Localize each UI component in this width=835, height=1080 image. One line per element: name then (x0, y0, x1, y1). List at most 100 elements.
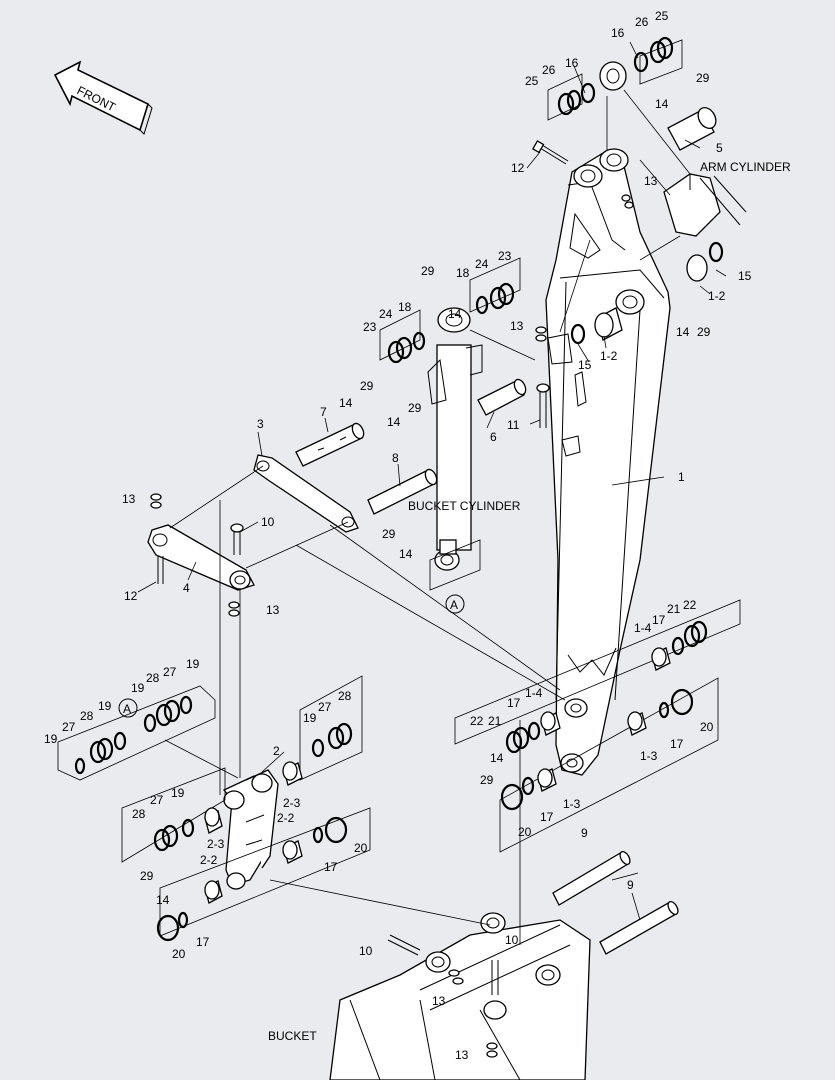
callout-2-3-right: 2-3 (283, 796, 301, 810)
callout-23-left: 23 (363, 320, 377, 334)
link-4 (147, 524, 255, 591)
callout-19-a: 19 (186, 657, 200, 671)
front-arrow-icon: FRONT (53, 60, 153, 135)
callout-27-b: 27 (62, 720, 76, 734)
bucket-cylinder-label: BUCKET CYLINDER (408, 499, 521, 513)
arm-cylinder: ARM CYLINDER (663, 160, 791, 237)
callout-29-cyl-bottom: 29 (382, 527, 396, 541)
pin-5 (667, 107, 717, 151)
callout-29-pin7: 29 (360, 379, 374, 393)
callout-8: 8 (392, 451, 399, 465)
alignment-lines (164, 89, 691, 945)
callout-13-link-bottom: 13 (266, 603, 280, 617)
callout-1-4-left: 1-4 (525, 686, 543, 700)
callout-19-b: 19 (131, 681, 145, 695)
callout-21-right: 21 (667, 602, 681, 616)
callout-12-top: 12 (511, 161, 525, 175)
callout-20-bottom: 20 (518, 825, 532, 839)
callout-29-pin8: 29 (408, 401, 422, 415)
callout-1-2-lower: 1-2 (600, 349, 618, 363)
callout-28-a: 28 (146, 671, 160, 685)
pin-6 (477, 378, 527, 416)
pin-9-upper (552, 850, 631, 906)
callout-1-4-right: 1-4 (634, 621, 652, 635)
arm-cylinder-label: ARM CYLINDER (700, 160, 791, 174)
callout-24-left: 24 (379, 307, 393, 321)
callout-1-3-left: 1-3 (563, 797, 581, 811)
callout-29-link2: 29 (140, 869, 154, 883)
callout-17-bottom: 17 (540, 810, 554, 824)
callout-19-c: 19 (98, 699, 112, 713)
callout-20-link-left: 20 (172, 947, 186, 961)
callout-2-2-right: 2-2 (277, 811, 295, 825)
callout-25-left: 25 (525, 74, 539, 88)
callout-17-right-upper: 17 (652, 613, 666, 627)
arm-assembly (545, 148, 671, 776)
ref-a-label-left: A (123, 702, 131, 716)
callout-10-bucket-left: 10 (359, 944, 373, 958)
callout-17-right-lower: 17 (670, 737, 684, 751)
callout-4: 4 (183, 581, 190, 595)
callout-18-left: 18 (398, 300, 412, 314)
callout-27-c: 27 (318, 700, 332, 714)
callout-2-2-left: 2-2 (200, 853, 218, 867)
hardware (74, 36, 724, 1058)
callout-27-d: 27 (150, 793, 164, 807)
callout-10-link: 10 (261, 515, 275, 529)
explosion-planes (57, 39, 741, 937)
callout-15-right: 15 (738, 269, 752, 283)
callout-11: 11 (507, 418, 520, 432)
bucket: BUCKET (268, 912, 591, 1080)
callout-22-right: 22 (683, 598, 697, 612)
callout-29-top: 29 (696, 71, 710, 85)
callout-12-link: 12 (124, 589, 138, 603)
callout-14-top: 14 (655, 97, 669, 111)
callout-1-2-upper: 1-2 (708, 289, 726, 303)
callout-1: 1 (678, 470, 685, 484)
callout-14-cyl-bottom: 14 (399, 547, 413, 561)
reference-a-top: A (445, 594, 465, 614)
callout-29-cyl-top: 29 (421, 264, 435, 278)
callout-18-right: 18 (456, 266, 470, 280)
callout-9-upper: 9 (581, 826, 588, 840)
callout-5: 5 (716, 141, 723, 155)
bucket-cylinder: BUCKET CYLINDER (408, 307, 521, 571)
callout-13-link-top: 13 (122, 492, 136, 506)
callout-17-link-right: 17 (324, 860, 338, 874)
callout-23-right: 23 (498, 249, 512, 263)
callout-13-mid: 13 (510, 319, 524, 333)
callout-19-e: 19 (303, 711, 317, 725)
callout-22-left: 22 (470, 714, 484, 728)
callout-26-left: 26 (542, 63, 556, 77)
callout-2: 2 (273, 744, 280, 758)
callout-9-lower: 9 (627, 878, 634, 892)
pin-8 (367, 468, 438, 515)
callout-21-left: 21 (488, 714, 502, 728)
callout-7: 7 (320, 405, 327, 419)
callout-17-left: 17 (507, 696, 521, 710)
callout-14-cyl-top: 14 (448, 307, 462, 321)
callout-28-c: 28 (338, 689, 352, 703)
callout-14-pin8: 14 (387, 415, 401, 429)
callout-28-b: 28 (80, 709, 94, 723)
pin-7 (295, 422, 365, 467)
callout-14-arm-bottom: 14 (490, 751, 504, 765)
callout-15-mid: 15 (578, 358, 592, 372)
callout-20-right: 20 (700, 720, 714, 734)
callout-25-top: 25 (655, 9, 669, 23)
callout-2-3-left: 2-3 (207, 837, 225, 851)
callout-1-3-right: 1-3 (640, 749, 658, 763)
callout-29-arm: 29 (697, 325, 711, 339)
callout-13-arm: 13 (644, 174, 658, 188)
callout-27-a: 27 (163, 665, 177, 679)
callout-6: 6 (490, 430, 497, 444)
callout-13-bucket-mid: 13 (432, 994, 446, 1008)
reference-a-left: A (118, 698, 138, 718)
ref-a-label-top: A (450, 598, 458, 612)
callout-numbers: 1 1-2 1-2 1-3 1-3 1-4 1-4 2 2-3 2-3 2-2 … (44, 9, 752, 1062)
callout-14-arm: 14 (676, 325, 690, 339)
link-2 (222, 769, 279, 890)
callout-14-pin7: 14 (339, 396, 353, 410)
callout-leaders (137, 41, 727, 921)
